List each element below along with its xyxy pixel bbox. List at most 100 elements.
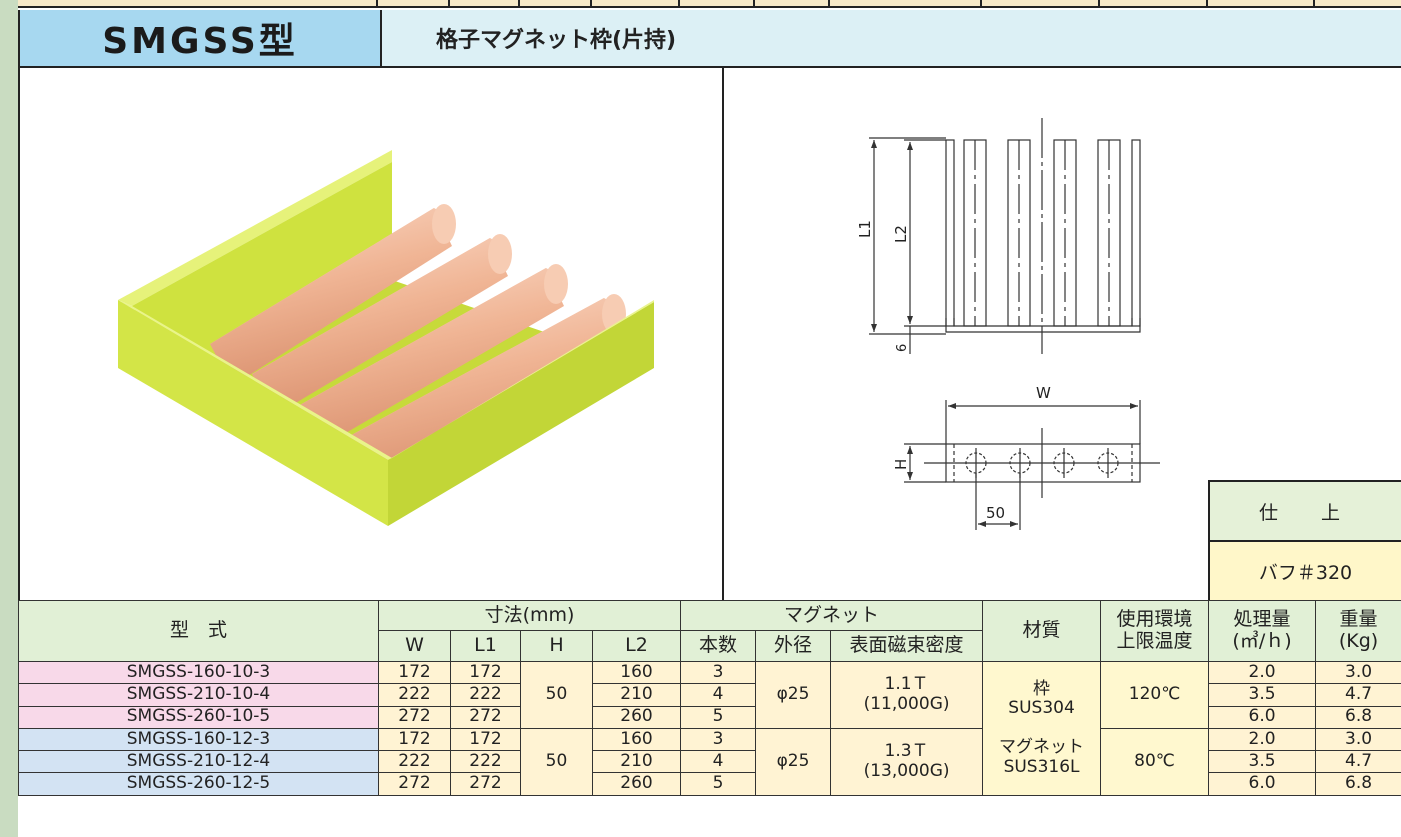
cell-weight: 3.0 — [1315, 727, 1401, 752]
cell-l1: 172 — [450, 660, 521, 685]
technical-drawing: L1 L2 6 W H 50 — [724, 68, 1401, 600]
cell-flux-tesla: 1.3Ｔ — [884, 741, 929, 762]
dim-50-label: 50 — [986, 504, 1005, 522]
cell-l2: 210 — [591, 683, 682, 707]
cell-count: 5 — [680, 705, 757, 729]
cell-temp: 80℃ — [1100, 727, 1210, 796]
header-l1: L1 — [450, 630, 521, 662]
header-env-line1: 使用環境 — [1116, 608, 1193, 631]
back-wall-inner — [132, 162, 392, 386]
cell-model: SMGSS-260-12-5 — [18, 772, 379, 796]
material-magnet-label: マグネット — [999, 737, 1085, 758]
dim-w-label: W — [1036, 384, 1051, 402]
spec-table: 型 式 寸法(mm) マグネット 材質 使用環境上限温度 処理量(㎥/ｈ) 重量… — [18, 600, 1401, 796]
cell-l1: 222 — [450, 683, 521, 707]
finish-value: バフ＃320 — [1210, 542, 1401, 600]
cell-diameter: φ25 — [755, 661, 832, 729]
cell-weight: 3.0 — [1315, 660, 1401, 685]
cell-model: SMGSS-260-10-5 — [18, 705, 379, 729]
material-frame-label: 枠 — [1033, 678, 1051, 699]
cell-model: SMGSS-160-10-3 — [18, 660, 379, 685]
cell-flux-gauss: (13,000G) — [863, 760, 950, 781]
header-capacity-line1: 処理量 — [1233, 608, 1291, 631]
cell-w: 222 — [378, 683, 451, 707]
cell-model: SMGSS-160-12-3 — [18, 727, 379, 752]
cell-capacity: 3.5 — [1208, 683, 1317, 707]
finish-box: 仕 上 バフ＃320 — [1208, 480, 1401, 600]
cell-flux-tesla: 1.1Ｔ — [884, 674, 929, 695]
header-env-line2: 上限温度 — [1116, 630, 1193, 652]
dimension-drawing: L1 L2 6 W H 50 — [856, 118, 1160, 530]
cell-l2: 260 — [591, 705, 682, 729]
cell-capacity: 6.0 — [1208, 772, 1317, 796]
magnet-grid-3d-image — [118, 150, 654, 526]
dim-l2-label: L2 — [892, 225, 910, 243]
front-left-face — [118, 300, 388, 526]
header-magnet: マグネット — [680, 600, 984, 631]
cell-count: 5 — [680, 772, 757, 796]
cell-l1: 272 — [450, 705, 521, 729]
cell-model: SMGSS-210-12-4 — [18, 750, 379, 774]
header-diameter: 外径 — [755, 630, 832, 662]
table-row: SMGSS-210-10-4 222 222 210 4 3.5 4.7 — [18, 683, 1401, 707]
cell-w: 222 — [378, 750, 451, 774]
material-magnet: SUS316L — [1003, 756, 1080, 777]
section-header: SMGSS型 格子マグネット枠(片持) — [18, 10, 1401, 68]
header-model: 型 式 — [18, 600, 379, 662]
finish-label: 仕 上 — [1210, 482, 1401, 542]
header-capacity: 処理量(㎥/ｈ) — [1208, 600, 1317, 662]
table-row: SMGSS-160-10-3 172 172 50 160 3 φ25 1.1Ｔ… — [18, 660, 1401, 796]
cell-flux: 1.3Ｔ(13,000G) — [830, 727, 984, 796]
cell-count: 3 — [680, 660, 757, 685]
cell-l2: 160 — [591, 727, 682, 752]
model-description: 格子マグネット枠(片持) — [382, 10, 1401, 66]
table-row: SMGSS-260-10-5 272 272 260 5 6.0 6.8 — [18, 705, 1401, 729]
dim-h-label: H — [892, 459, 910, 470]
table-row: SMGSS-260-12-5 272 272 260 5 6.0 6.8 — [18, 772, 1401, 796]
cell-count: 4 — [680, 683, 757, 707]
dim-l1-label: L1 — [856, 220, 874, 238]
cell-w: 272 — [378, 705, 451, 729]
header-h: H — [520, 630, 593, 662]
table-row: SMGSS-160-12-3 172 172 50 160 3 φ25 1.3Ｔ… — [18, 727, 1401, 796]
header-material: 材質 — [982, 600, 1102, 662]
cell-w: 172 — [378, 660, 451, 685]
cell-l1: 222 — [450, 750, 521, 774]
cell-count: 4 — [680, 750, 757, 774]
cell-l2: 160 — [591, 660, 682, 685]
cell-count: 3 — [680, 727, 757, 752]
header-capacity-line2: (㎥/ｈ) — [1232, 630, 1292, 652]
model-title: SMGSS型 — [20, 10, 382, 66]
header-weight-line2: (Kg) — [1338, 630, 1379, 652]
cell-l1: 172 — [450, 727, 521, 752]
cell-temp: 120℃ — [1100, 661, 1210, 729]
header-w: W — [378, 630, 451, 662]
material-frame: SUS304 — [1008, 698, 1075, 719]
cell-flux-gauss: (11,000G) — [863, 693, 950, 714]
product-illustration — [18, 68, 724, 600]
cell-weight: 6.8 — [1315, 772, 1401, 796]
cell-h: 50 — [520, 727, 593, 796]
table-row: SMGSS-210-12-4 222 222 210 4 3.5 4.7 — [18, 750, 1401, 774]
cell-weight: 4.7 — [1315, 683, 1401, 707]
previous-table-edge — [18, 0, 1401, 8]
left-margin-strip — [0, 0, 18, 837]
cell-flux: 1.1Ｔ(11,000G) — [830, 661, 984, 729]
front-right-face — [388, 302, 654, 526]
cell-capacity: 6.0 — [1208, 705, 1317, 729]
cell-model: SMGSS-210-10-4 — [18, 683, 379, 707]
cell-l2: 210 — [591, 750, 682, 774]
cell-capacity: 3.5 — [1208, 750, 1317, 774]
cell-weight: 4.7 — [1315, 750, 1401, 774]
cell-l1: 272 — [450, 772, 521, 796]
header-env-temp: 使用環境上限温度 — [1100, 600, 1210, 662]
cell-w: 172 — [378, 727, 451, 752]
cell-w: 272 — [378, 772, 451, 796]
back-wall-top — [118, 150, 392, 306]
cell-diameter: φ25 — [755, 727, 832, 796]
cell-h: 50 — [520, 661, 593, 729]
front-wall-top — [118, 300, 392, 460]
header-count: 本数 — [680, 630, 757, 662]
header-dimensions: 寸法(mm) — [377, 600, 682, 631]
